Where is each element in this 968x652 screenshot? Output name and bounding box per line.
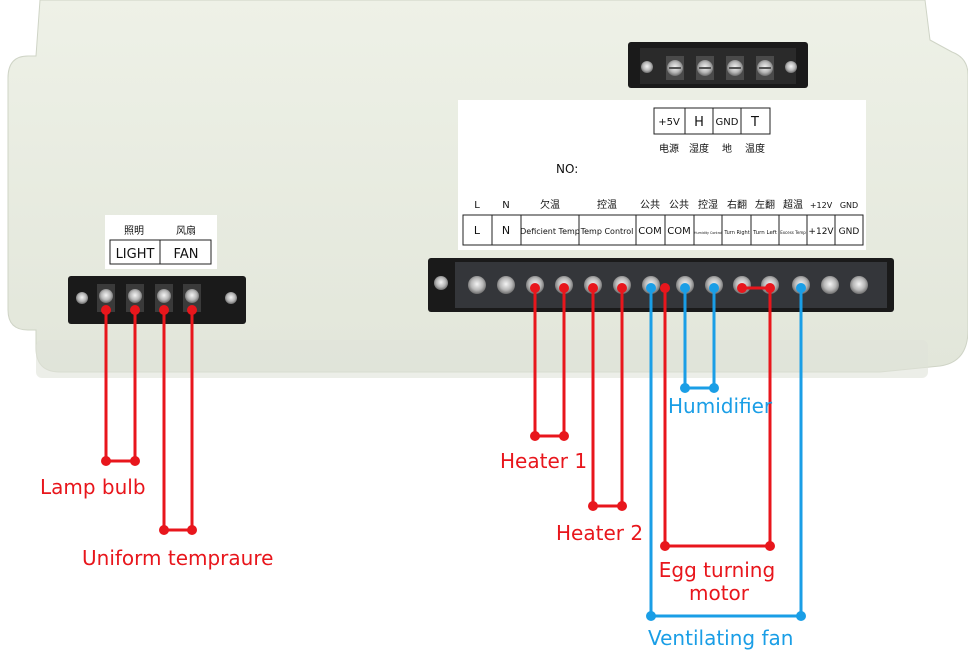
egg-turning-motor-label-line2: motor — [689, 581, 750, 605]
spec-cn-header: 右翻 — [727, 198, 747, 211]
ventilating-fan-wiring — [646, 283, 806, 621]
spec-cn-header: N — [502, 200, 509, 211]
screw-terminal — [497, 276, 515, 294]
uniform-temperature-label: Uniform tempraure — [82, 546, 273, 570]
sensor-label-table: +5V H GND T 电源 湿度 地 温度 — [653, 107, 771, 155]
spec-cn-header: 公共 — [669, 199, 689, 211]
light-fan-cn-label: 风扇 — [176, 224, 196, 237]
heater-2-wiring — [588, 283, 627, 511]
spec-cell: COM — [667, 226, 690, 237]
uniform-temperature-wiring — [159, 305, 197, 535]
spec-cn-header: 公共 — [640, 199, 660, 211]
spec-cell: +12V — [808, 227, 834, 237]
spec-cell: L — [474, 224, 481, 237]
sensor-label: +5V — [658, 117, 680, 128]
spec-cell: COM — [638, 226, 661, 237]
heater-1-wiring — [530, 283, 569, 441]
heater-2-label: Heater 2 — [556, 521, 643, 545]
screw-terminal — [126, 284, 144, 312]
spec-cell: Turn Right — [723, 230, 749, 236]
spec-cn-header: 控温 — [597, 198, 617, 211]
spec-terminal-table: L N Deficient Temp Temp Control COM COM … — [462, 214, 864, 246]
spec-cell: GND — [839, 227, 860, 237]
spec-cell: N — [502, 224, 510, 237]
spec-cn-header: 左翻 — [755, 198, 775, 211]
sensor-cn-label: 地 — [722, 142, 732, 155]
fan-label: FAN — [174, 247, 199, 262]
spec-cn-header: 控湿 — [698, 198, 718, 211]
light-label: LIGHT — [116, 247, 155, 262]
humidifier-wiring — [680, 283, 719, 393]
lamp-bulb-wiring — [101, 305, 140, 466]
light-fan-cn-label: 照明 — [124, 225, 144, 237]
ventilating-fan-label: Ventilating fan — [648, 626, 793, 650]
heater-1-label: Heater 1 — [500, 449, 587, 473]
spec-cn-header: 欠温 — [540, 198, 560, 211]
sensor-label: T — [750, 115, 759, 130]
left-terminal-block — [68, 276, 246, 324]
sensor-screw-terminal — [726, 56, 744, 80]
sensor-screw-terminal — [666, 56, 684, 80]
screw-terminal — [97, 284, 115, 312]
screw-terminal — [821, 276, 839, 294]
spec-cn-headers: L N 欠温 控温 公共 公共 控湿 右翻 左翻 超温 +12V GND — [474, 198, 858, 211]
spec-cell: Humidity Control — [694, 231, 722, 235]
sensor-terminal-block — [628, 42, 808, 88]
screw-terminal — [183, 284, 201, 312]
screw-terminal — [850, 276, 868, 294]
screw-terminal — [468, 276, 486, 294]
spec-cell: Deficient Temp — [520, 227, 580, 236]
serial-number-label: NO: — [556, 162, 578, 176]
spec-cell: Excess Temp — [780, 230, 806, 235]
sensor-label: H — [694, 115, 704, 130]
spec-sheet: +5V H GND T 电源 湿度 地 温度 NO: L N 欠温 控温 公共 … — [458, 100, 866, 250]
sensor-cn-label: 湿度 — [689, 142, 709, 155]
light-fan-label: 照明 风扇 LIGHT FAN — [105, 215, 217, 269]
sensor-label: GND — [716, 117, 739, 128]
lamp-bulb-label: Lamp bulb — [40, 475, 146, 499]
egg-turning-motor-label: Egg turning — [659, 558, 775, 582]
sensor-cn-label: 电源 — [659, 142, 679, 155]
spec-cn-header: L — [474, 200, 480, 211]
humidifier-label: Humidifier — [668, 394, 773, 418]
spec-cell: Temp Control — [580, 227, 634, 236]
spec-cn-header: GND — [840, 201, 858, 210]
spec-cn-header: +12V — [810, 201, 833, 210]
sensor-cn-label: 温度 — [745, 142, 765, 155]
spec-cn-header: 超温 — [783, 198, 803, 211]
spec-cell: Turn Left — [752, 230, 778, 236]
sensor-screw-terminal — [756, 56, 774, 80]
egg-turning-motor-wiring — [660, 283, 775, 551]
sensor-screw-terminal — [696, 56, 714, 80]
screw-terminal — [155, 284, 173, 312]
